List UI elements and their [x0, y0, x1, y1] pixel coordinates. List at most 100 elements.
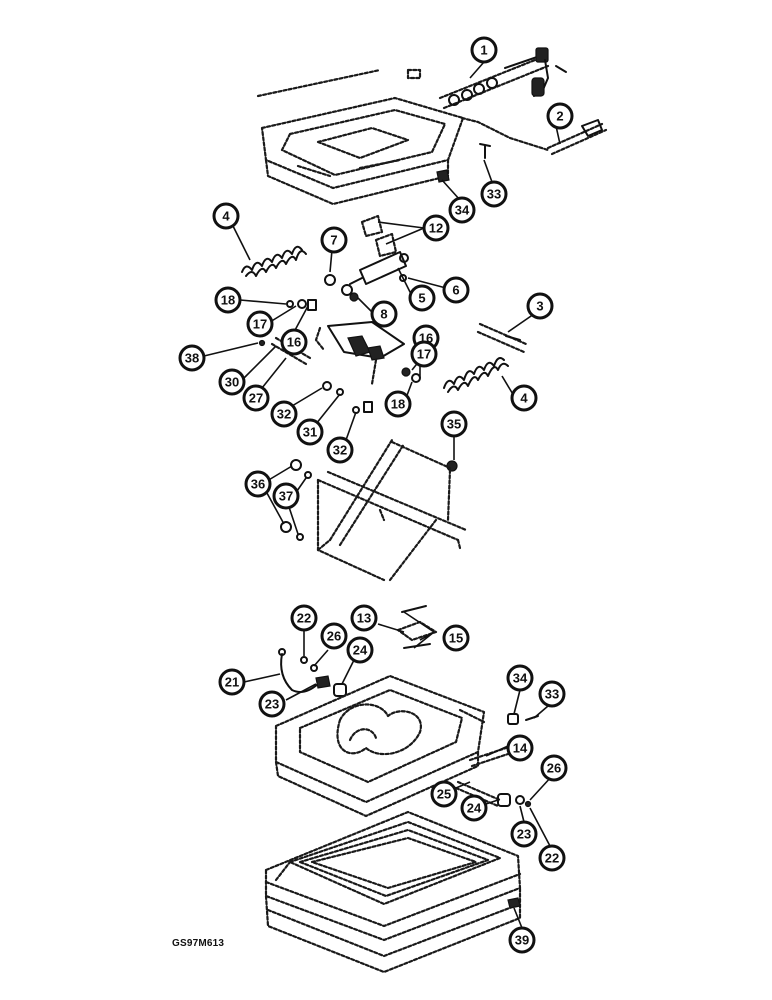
svg-text:35: 35 — [447, 417, 461, 432]
adjuster-shaft-assembly — [438, 47, 567, 110]
svg-text:32: 32 — [277, 407, 291, 422]
callout-33-bottom: 33 — [538, 680, 566, 708]
callout-14: 14 — [506, 734, 534, 762]
svg-text:38: 38 — [185, 351, 199, 366]
washer-8 — [349, 292, 359, 302]
height-adjust-mechanism — [314, 321, 405, 386]
svg-text:23: 23 — [517, 827, 531, 842]
adjuster-handle — [460, 116, 608, 156]
callout-24-right: 24 — [460, 794, 488, 822]
callout-4-top: 4 — [212, 202, 240, 230]
svg-text:8: 8 — [380, 307, 387, 322]
callout-32-right: 32 — [326, 436, 354, 464]
lower-base-plate — [274, 674, 486, 818]
svg-text:18: 18 — [221, 293, 235, 308]
svg-text:1: 1 — [480, 43, 487, 58]
svg-text:14: 14 — [513, 741, 528, 756]
svg-text:17: 17 — [253, 317, 267, 332]
suspension-brackets — [360, 214, 398, 258]
svg-text:21: 21 — [225, 675, 239, 690]
svg-text:26: 26 — [327, 629, 341, 644]
svg-text:15: 15 — [449, 631, 463, 646]
svg-text:7: 7 — [330, 233, 337, 248]
callout-21: 21 — [218, 668, 246, 696]
callout-31: 31 — [296, 418, 324, 446]
lower-right-parts — [454, 713, 539, 808]
figure-code: GS97M613 — [172, 938, 225, 949]
svg-text:24: 24 — [467, 801, 482, 816]
callout-26-left: 26 — [320, 622, 348, 650]
damper — [341, 251, 409, 296]
callout-16-left: 16 — [280, 328, 308, 356]
callout-23-left: 23 — [258, 690, 286, 718]
callout-36: 36 — [244, 470, 272, 498]
bushing-6 — [399, 274, 407, 282]
spring-lower-right — [443, 357, 509, 393]
latch-plate — [396, 605, 438, 649]
svg-text:30: 30 — [225, 375, 239, 390]
callout-38: 38 — [178, 344, 206, 372]
svg-text:33: 33 — [487, 187, 501, 202]
bolt-39 — [507, 897, 521, 909]
callout-3: 3 — [526, 292, 554, 320]
callout-15: 15 — [442, 624, 470, 652]
callout-5: 5 — [408, 284, 436, 312]
callout-23-right: 23 — [510, 820, 538, 848]
callout-32-left: 32 — [270, 400, 298, 428]
callout-33-top: 33 — [480, 180, 508, 208]
svg-text:33: 33 — [545, 687, 559, 702]
callout-22-right: 22 — [538, 844, 566, 872]
callout-26-right: 26 — [540, 754, 568, 782]
callout-2: 2 — [546, 102, 574, 130]
callout-30: 30 — [218, 368, 246, 396]
bushing-7 — [324, 274, 336, 286]
callout-18-right: 18 — [384, 390, 412, 418]
callout-13: 13 — [350, 604, 378, 632]
svg-text:32: 32 — [333, 443, 347, 458]
svg-text:36: 36 — [251, 477, 265, 492]
callout-18-left: 18 — [214, 286, 242, 314]
callout-17-right: 17 — [410, 340, 438, 368]
svg-text:25: 25 — [437, 787, 451, 802]
svg-text:23: 23 — [265, 697, 279, 712]
svg-text:34: 34 — [455, 203, 470, 218]
nut-top — [436, 169, 450, 183]
callout-4-bottom: 4 — [510, 384, 538, 412]
callout-1: 1 — [470, 36, 498, 64]
svg-text:6: 6 — [452, 283, 459, 298]
callout-22-left: 22 — [290, 604, 318, 632]
upper-seat-tray — [256, 68, 465, 206]
callout-34-top: 34 — [448, 196, 476, 224]
left-small-parts — [258, 299, 373, 414]
callout-6: 6 — [442, 276, 470, 304]
callout-27: 27 — [242, 384, 270, 412]
svg-text:22: 22 — [297, 611, 311, 626]
frame-bushings — [280, 459, 312, 541]
svg-text:13: 13 — [357, 611, 371, 626]
callout-24-left: 24 — [346, 636, 374, 664]
scissor-frame — [316, 438, 468, 582]
callout-25: 25 — [430, 780, 458, 808]
callout-12: 12 — [422, 214, 450, 242]
callout-8: 8 — [370, 300, 398, 328]
svg-text:4: 4 — [520, 391, 528, 406]
svg-text:5: 5 — [418, 291, 425, 306]
cable — [278, 648, 347, 697]
bolt-top — [479, 143, 491, 159]
svg-text:4: 4 — [222, 209, 230, 224]
svg-text:16: 16 — [287, 335, 301, 350]
svg-text:17: 17 — [417, 347, 431, 362]
callout-37: 37 — [272, 482, 300, 510]
link-arm — [476, 322, 528, 354]
svg-text:34: 34 — [513, 671, 528, 686]
callout-17-left: 17 — [246, 310, 274, 338]
svg-text:2: 2 — [556, 109, 563, 124]
small-block — [406, 68, 422, 80]
svg-text:18: 18 — [391, 397, 405, 412]
svg-text:24: 24 — [353, 643, 368, 658]
callout-39: 39 — [508, 926, 536, 954]
svg-text:39: 39 — [515, 933, 529, 948]
callout-34-bottom: 34 — [506, 664, 534, 692]
svg-text:3: 3 — [536, 299, 543, 314]
